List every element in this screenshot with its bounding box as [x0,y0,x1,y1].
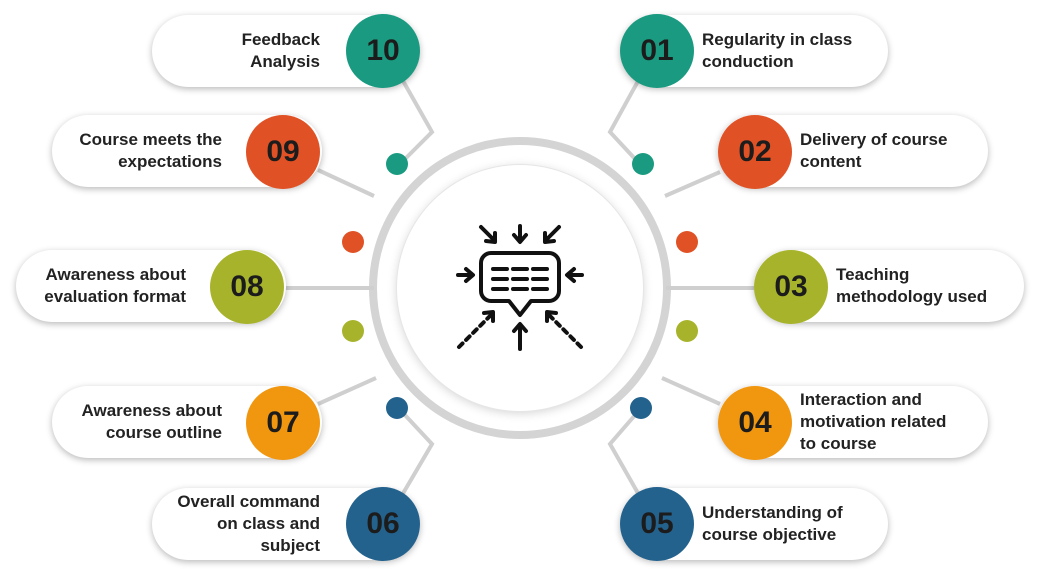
ring-dot-03 [676,320,698,342]
ring-dot-01 [632,153,654,175]
connector-07 [317,376,377,406]
item-07-label: Awareness about course outline [81,401,222,442]
connector-09 [317,168,375,198]
connector-02 [664,170,721,198]
item-01-number-badge: 01 [620,14,694,88]
item-02-number-badge: 02 [718,115,792,189]
ring-dot-08 [342,320,364,342]
item-06-label: Overall command on class and subject [177,492,320,555]
connector-10 [396,71,435,162]
connector-05 [607,412,645,503]
center-hub [397,165,643,411]
feedback-chat-icon [456,224,584,351]
ring-dot-06 [386,397,408,419]
item-07-number-badge: 07 [246,386,320,460]
item-06-number-badge: 06 [346,487,420,561]
ring-dot-04 [630,397,652,419]
ring-dot-02 [676,231,698,253]
connector-04 [661,376,721,406]
item-10-label: Feedback Analysis [241,30,320,71]
item-05-label: Understanding of course objective [702,503,843,544]
item-04-number-badge: 04 [718,386,792,460]
item-03-number-badge: 03 [754,250,828,324]
ring-dot-10 [386,153,408,175]
item-04-label: Interaction and motivation related to co… [800,390,947,453]
item-08-number-badge: 08 [210,250,284,324]
item-09-number-badge: 09 [246,115,320,189]
item-09-label: Course meets the expectations [79,130,222,171]
connector-01 [607,71,645,162]
item-01-label: Regularity in class conduction [702,30,853,71]
item-02-label: Delivery of course content [800,130,948,171]
item-05-number-badge: 05 [620,487,694,561]
item-08-label: Awareness about evaluation format [44,265,186,306]
item-10-number-badge: 10 [346,14,420,88]
item-03-label: Teaching methodology used [836,265,988,306]
connector-06 [396,412,435,504]
ring-dot-09 [342,231,364,253]
